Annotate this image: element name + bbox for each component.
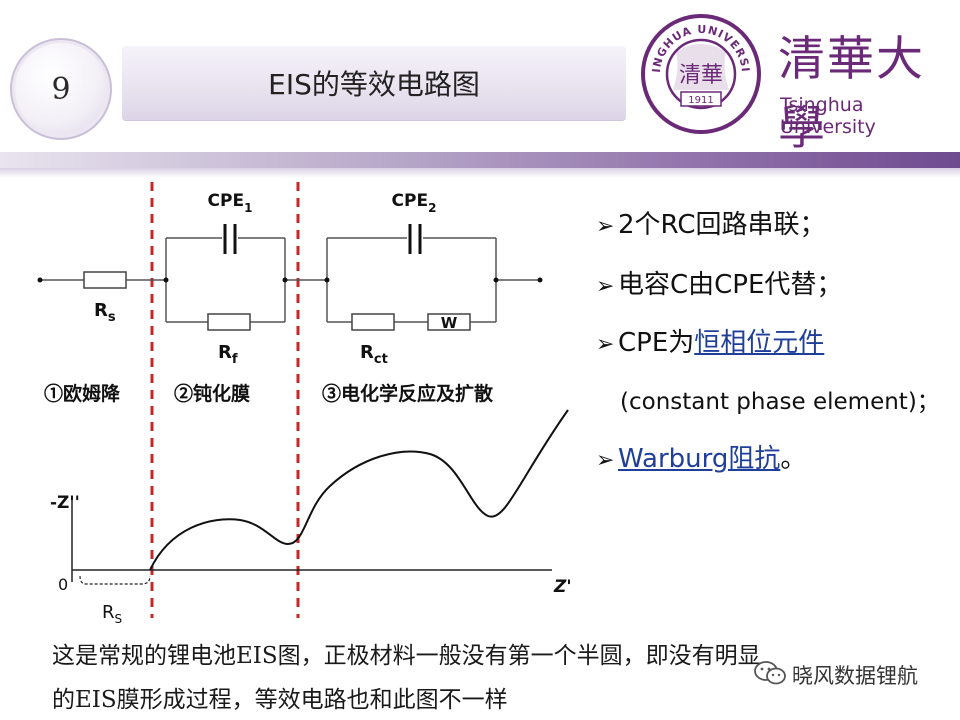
plot-rs-label: RS xyxy=(102,602,122,626)
bullet-1-text: 2个RC回路串联； xyxy=(618,210,826,240)
cpe2-symbol xyxy=(408,224,422,254)
seal-center-text: 清華 xyxy=(679,63,723,88)
title-bar xyxy=(122,46,626,120)
bullet-4: ➢Warburg阻抗。 xyxy=(596,438,806,475)
bullet-4-suffix: 。 xyxy=(780,444,807,474)
bullet-3-subtext: (constant phase element)； xyxy=(620,389,940,415)
page-number: 9 xyxy=(51,71,71,107)
bullet-3: ➢CPE为恒相位元件 xyxy=(596,322,824,359)
slide-title: EIS的等效电路图 xyxy=(268,68,480,101)
seal-year: 1911 xyxy=(688,95,713,106)
resistor-rct xyxy=(351,313,395,331)
rs-label: Rs xyxy=(94,300,116,325)
warburg-link[interactable]: Warburg阻抗 xyxy=(618,444,781,474)
region-1-label: ①欧姆降 xyxy=(44,382,121,405)
cpe1-symbol xyxy=(223,224,237,254)
y-axis-label: -Z'' xyxy=(50,493,80,513)
bullet-1: ➢2个RC回路串联； xyxy=(596,204,825,241)
circuit-nodes xyxy=(37,277,543,283)
bullet-2-text: 电容C由CPE代替； xyxy=(618,270,843,300)
arrow-bullet-icon: ➢ xyxy=(596,214,615,239)
impedance-curve xyxy=(149,409,569,571)
arrow-bullet-icon: ➢ xyxy=(596,448,615,473)
rct-label: Rct xyxy=(360,342,388,367)
page-number-badge xyxy=(10,38,112,140)
bullet-2: ➢电容C由CPE代替； xyxy=(596,264,842,301)
arrow-bullet-icon: ➢ xyxy=(596,274,615,299)
watermark-text: 晓风数据锂航 xyxy=(792,664,918,688)
cpe2-label: CPE2 xyxy=(392,191,437,215)
university-name-cn: 清華大學 xyxy=(778,32,925,156)
resistor-rf xyxy=(207,313,251,331)
caption-line-1: 这是常规的锂电池EIS图，正极材料一般没有第一个半圆，即没有明显 xyxy=(52,643,761,669)
university-seal-logo: TSINGHUA UNIVERSITY 清華 1911 xyxy=(640,8,761,134)
resistor-rs xyxy=(83,271,127,289)
eis-diagram: CPE1 CPE2 Rs Rf Rct W ①欧姆降 ②钝化膜 ③电化学反应及扩… xyxy=(37,182,572,626)
header-divider xyxy=(0,152,960,168)
region-3-label: ③电化学反应及扩散 xyxy=(322,382,493,405)
wechat-icon xyxy=(754,661,786,685)
region-2-label: ②钝化膜 xyxy=(174,382,250,405)
w-label: W xyxy=(441,314,458,332)
university-name-en: Tsinghua University xyxy=(780,94,876,138)
cpe1-label: CPE1 xyxy=(208,191,253,215)
rs-bracket xyxy=(79,575,151,585)
header-divider-shadow xyxy=(0,168,960,178)
warburg-element xyxy=(427,313,471,331)
x-axis-label: Z' xyxy=(553,577,572,597)
arrow-bullet-icon: ➢ xyxy=(596,332,615,357)
origin-label: 0 xyxy=(58,575,68,594)
cpe-link[interactable]: 恒相位元件 xyxy=(694,328,825,358)
rf-label: Rf xyxy=(218,342,238,367)
caption-line-2: 的EIS膜形成过程，等效电路也和此图不一样 xyxy=(52,687,508,713)
bullet-3-text: CPE为 xyxy=(618,328,695,358)
